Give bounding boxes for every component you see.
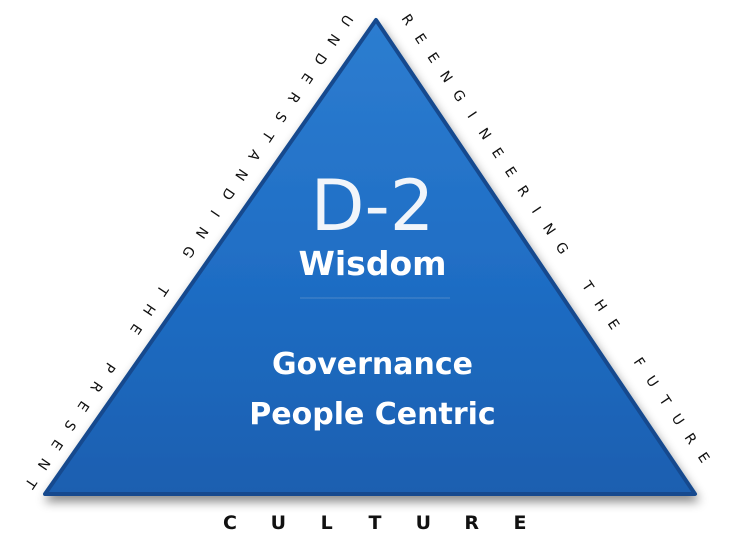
left-side-letter: D: [310, 50, 329, 68]
culture-letter: U: [270, 512, 287, 534]
right-side-letter: N: [436, 68, 455, 86]
right-side-letter: E: [411, 31, 429, 47]
right-side-letter: G: [449, 87, 468, 105]
left-side-letter: N: [323, 30, 342, 48]
culture-letter: U: [415, 512, 432, 534]
left-side-letter: S: [271, 108, 289, 124]
culture-letter: R: [464, 512, 479, 534]
right-side-letter: I: [464, 109, 480, 121]
culture-letter: E: [513, 512, 527, 534]
diagram-subtitle: Wisdom: [298, 244, 447, 283]
culture-letter: T: [368, 512, 382, 534]
culture-letter: L: [320, 512, 333, 534]
people-centric-label: People Centric: [249, 397, 496, 432]
left-side-letter: A: [244, 147, 263, 164]
right-side-letter: R: [398, 11, 417, 28]
right-side-letter: H: [590, 297, 609, 315]
left-side-letter: N: [34, 455, 53, 473]
left-side-letter: T: [258, 127, 277, 144]
right-side-letter: E: [694, 450, 712, 466]
left-side-letter: U: [337, 11, 356, 28]
left-side-letter: H: [139, 301, 158, 319]
blue-triangle: [43, 18, 697, 496]
left-side-letter: R: [284, 89, 303, 106]
right-side-letter: N: [475, 125, 494, 143]
culture-letter: C: [223, 512, 237, 534]
left-side-letter: E: [47, 436, 65, 452]
right-side-letter: E: [488, 145, 506, 161]
right-side-letter: E: [604, 317, 622, 333]
governance-label: Governance: [271, 347, 474, 382]
right-side-letter: E: [424, 50, 442, 66]
left-side-letter: E: [126, 321, 144, 337]
left-side-letter: T: [21, 474, 40, 491]
left-side-letter: E: [297, 70, 315, 86]
diagram-code: D-2: [310, 165, 435, 247]
